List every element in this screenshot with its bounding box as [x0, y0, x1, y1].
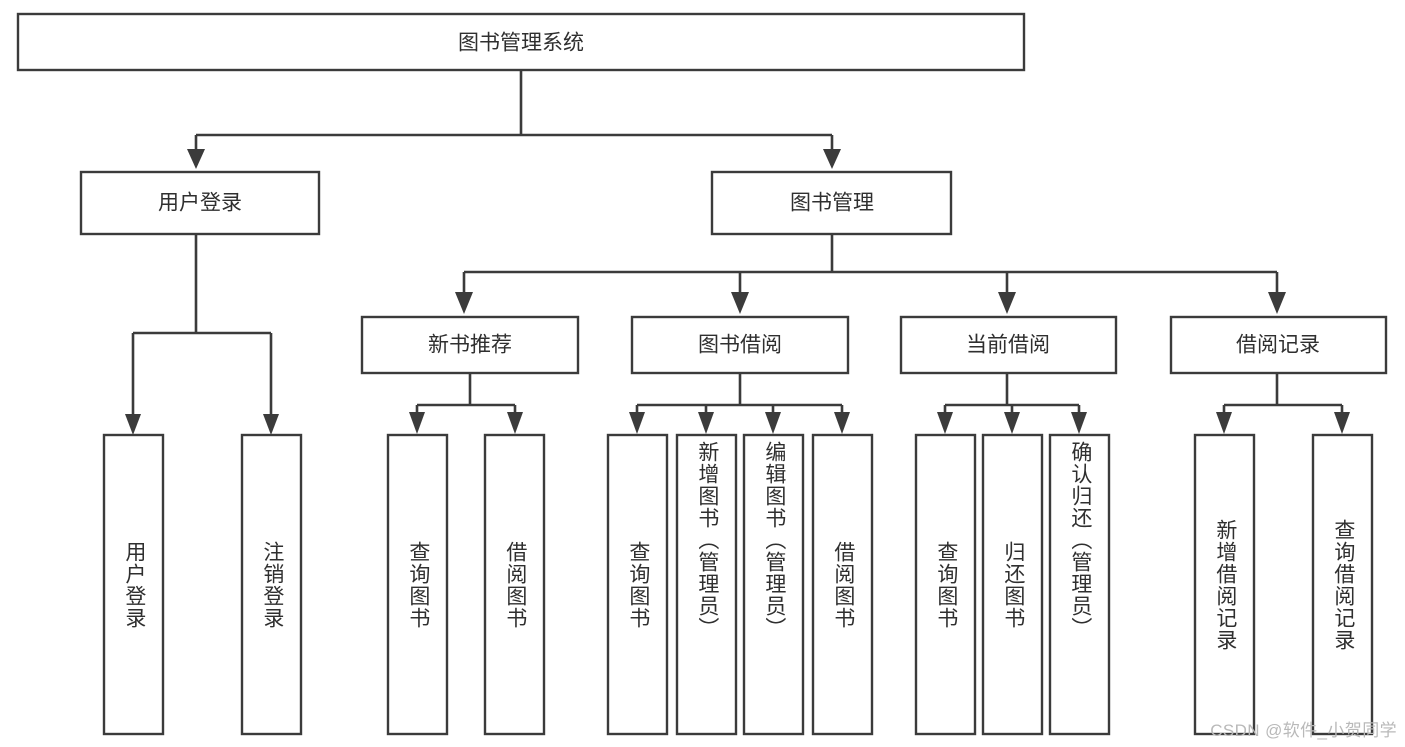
node-new-book-recommend-label: 新书推荐 [428, 334, 512, 357]
leaf-add-record-box[interactable] [1193, 433, 1256, 736]
arrow-to-new-book-recommend [455, 292, 473, 314]
leaf-confirm-return-box[interactable] [1048, 433, 1111, 736]
node-book-management-label: 图书管理 [790, 192, 874, 215]
leaf-user-login-box[interactable] [102, 433, 165, 736]
leaf-edit-book-box[interactable] [742, 433, 805, 736]
node-root[interactable]: 图书管理系统 [16, 12, 1026, 72]
connector-group-root [187, 70, 841, 169]
node-new-book-recommend[interactable]: 新书推荐 [360, 315, 580, 375]
arrow-to-leaf-query-book-3 [937, 412, 953, 434]
arrow-to-user-login [187, 149, 205, 169]
connector-group-book-management [455, 234, 1286, 314]
leaf-query-book-1-box[interactable] [386, 433, 449, 736]
arrow-to-leaf-add-record [1216, 412, 1232, 434]
leaf-borrow-book-2-box[interactable] [811, 433, 874, 736]
node-book-borrow[interactable]: 图书借阅 [630, 315, 850, 375]
node-root-label: 图书管理系统 [458, 32, 584, 55]
arrow-to-leaf-query-book-2 [629, 412, 645, 434]
node-root-box[interactable] [16, 12, 1026, 72]
connector-group-user-login [125, 234, 279, 435]
node-book-borrow-label: 图书借阅 [698, 334, 782, 357]
arrow-to-leaf-return-book [1004, 412, 1020, 434]
connector-group-borrow-record [1216, 373, 1350, 434]
arrow-to-leaf-add-book [698, 412, 714, 434]
node-user-login-box[interactable] [79, 170, 321, 236]
arrow-to-borrow-record [1268, 292, 1286, 314]
node-current-borrow-box[interactable] [899, 315, 1118, 375]
node-borrow-record[interactable]: 借阅记录 [1169, 315, 1388, 375]
node-borrow-record-box[interactable] [1169, 315, 1388, 375]
arrow-to-leaf-edit-book [765, 412, 781, 434]
node-borrow-record-label: 借阅记录 [1236, 334, 1320, 357]
leaf-boxes [102, 433, 1374, 736]
leaf-query-book-3-box[interactable] [914, 433, 977, 736]
leaf-query-record-box[interactable] [1311, 433, 1374, 736]
arrow-to-leaf-user-login [125, 414, 141, 435]
leaf-logout-login-box[interactable] [240, 433, 303, 736]
node-book-borrow-box[interactable] [630, 315, 850, 375]
connector-group-new-book-recommend [409, 373, 523, 434]
node-book-management-box[interactable] [710, 170, 953, 236]
csdn-watermark: CSDN @软件_小贺同学 [1210, 721, 1397, 740]
arrow-to-leaf-logout-login [263, 414, 279, 435]
arrow-to-leaf-borrow-book-2 [834, 412, 850, 434]
arrow-to-leaf-confirm-return [1071, 412, 1087, 434]
arrow-to-book-management [823, 149, 841, 169]
node-user-login[interactable]: 用户登录 [79, 170, 321, 236]
arrow-to-current-borrow [998, 292, 1016, 314]
leaf-query-book-2-box[interactable] [606, 433, 669, 736]
arrow-to-leaf-borrow-book-1 [507, 412, 523, 434]
connector-group-book-borrow [629, 373, 850, 434]
connector-group-current-borrow [937, 373, 1087, 434]
node-book-management[interactable]: 图书管理 [710, 170, 953, 236]
arrow-to-book-borrow [731, 292, 749, 314]
node-current-borrow-label: 当前借阅 [966, 334, 1050, 357]
node-user-login-label: 用户登录 [158, 192, 242, 215]
arrow-to-leaf-query-record [1334, 412, 1350, 434]
node-new-book-recommend-box[interactable] [360, 315, 580, 375]
leaf-return-book-box[interactable] [981, 433, 1044, 736]
node-current-borrow[interactable]: 当前借阅 [899, 315, 1118, 375]
arrow-to-leaf-query-book-1 [409, 412, 425, 434]
leaf-borrow-book-1-box[interactable] [483, 433, 546, 736]
leaf-add-book-box[interactable] [675, 433, 738, 736]
